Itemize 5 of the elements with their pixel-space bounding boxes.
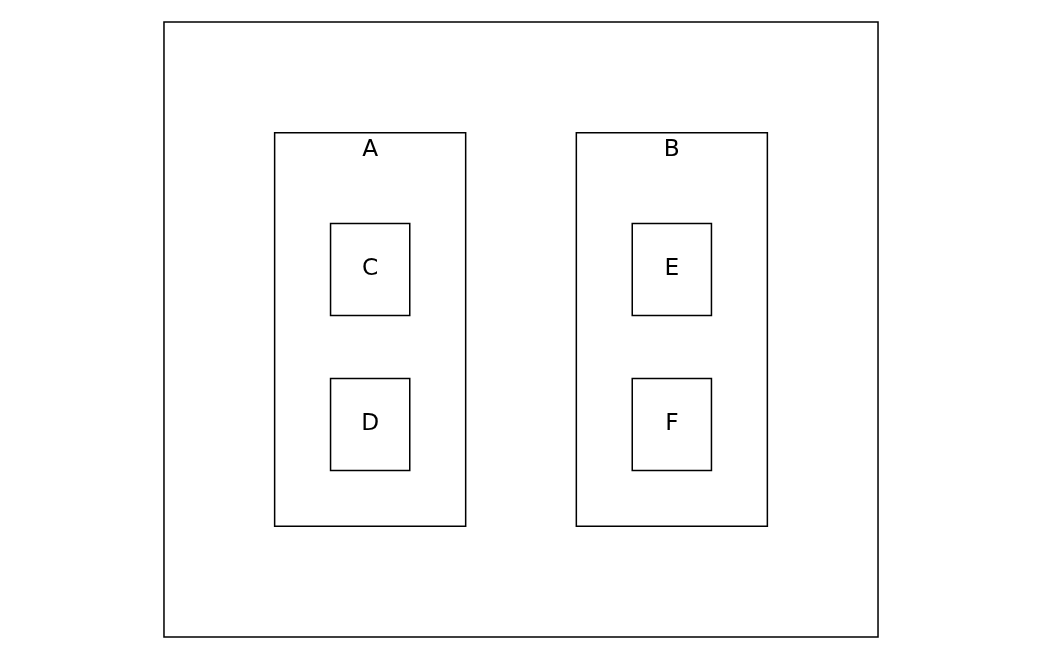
node-box: D: [329, 377, 411, 472]
node-box: F: [631, 377, 713, 472]
cluster: [163, 21, 879, 638]
node-box: E: [631, 222, 713, 317]
node-box: C: [329, 222, 411, 317]
